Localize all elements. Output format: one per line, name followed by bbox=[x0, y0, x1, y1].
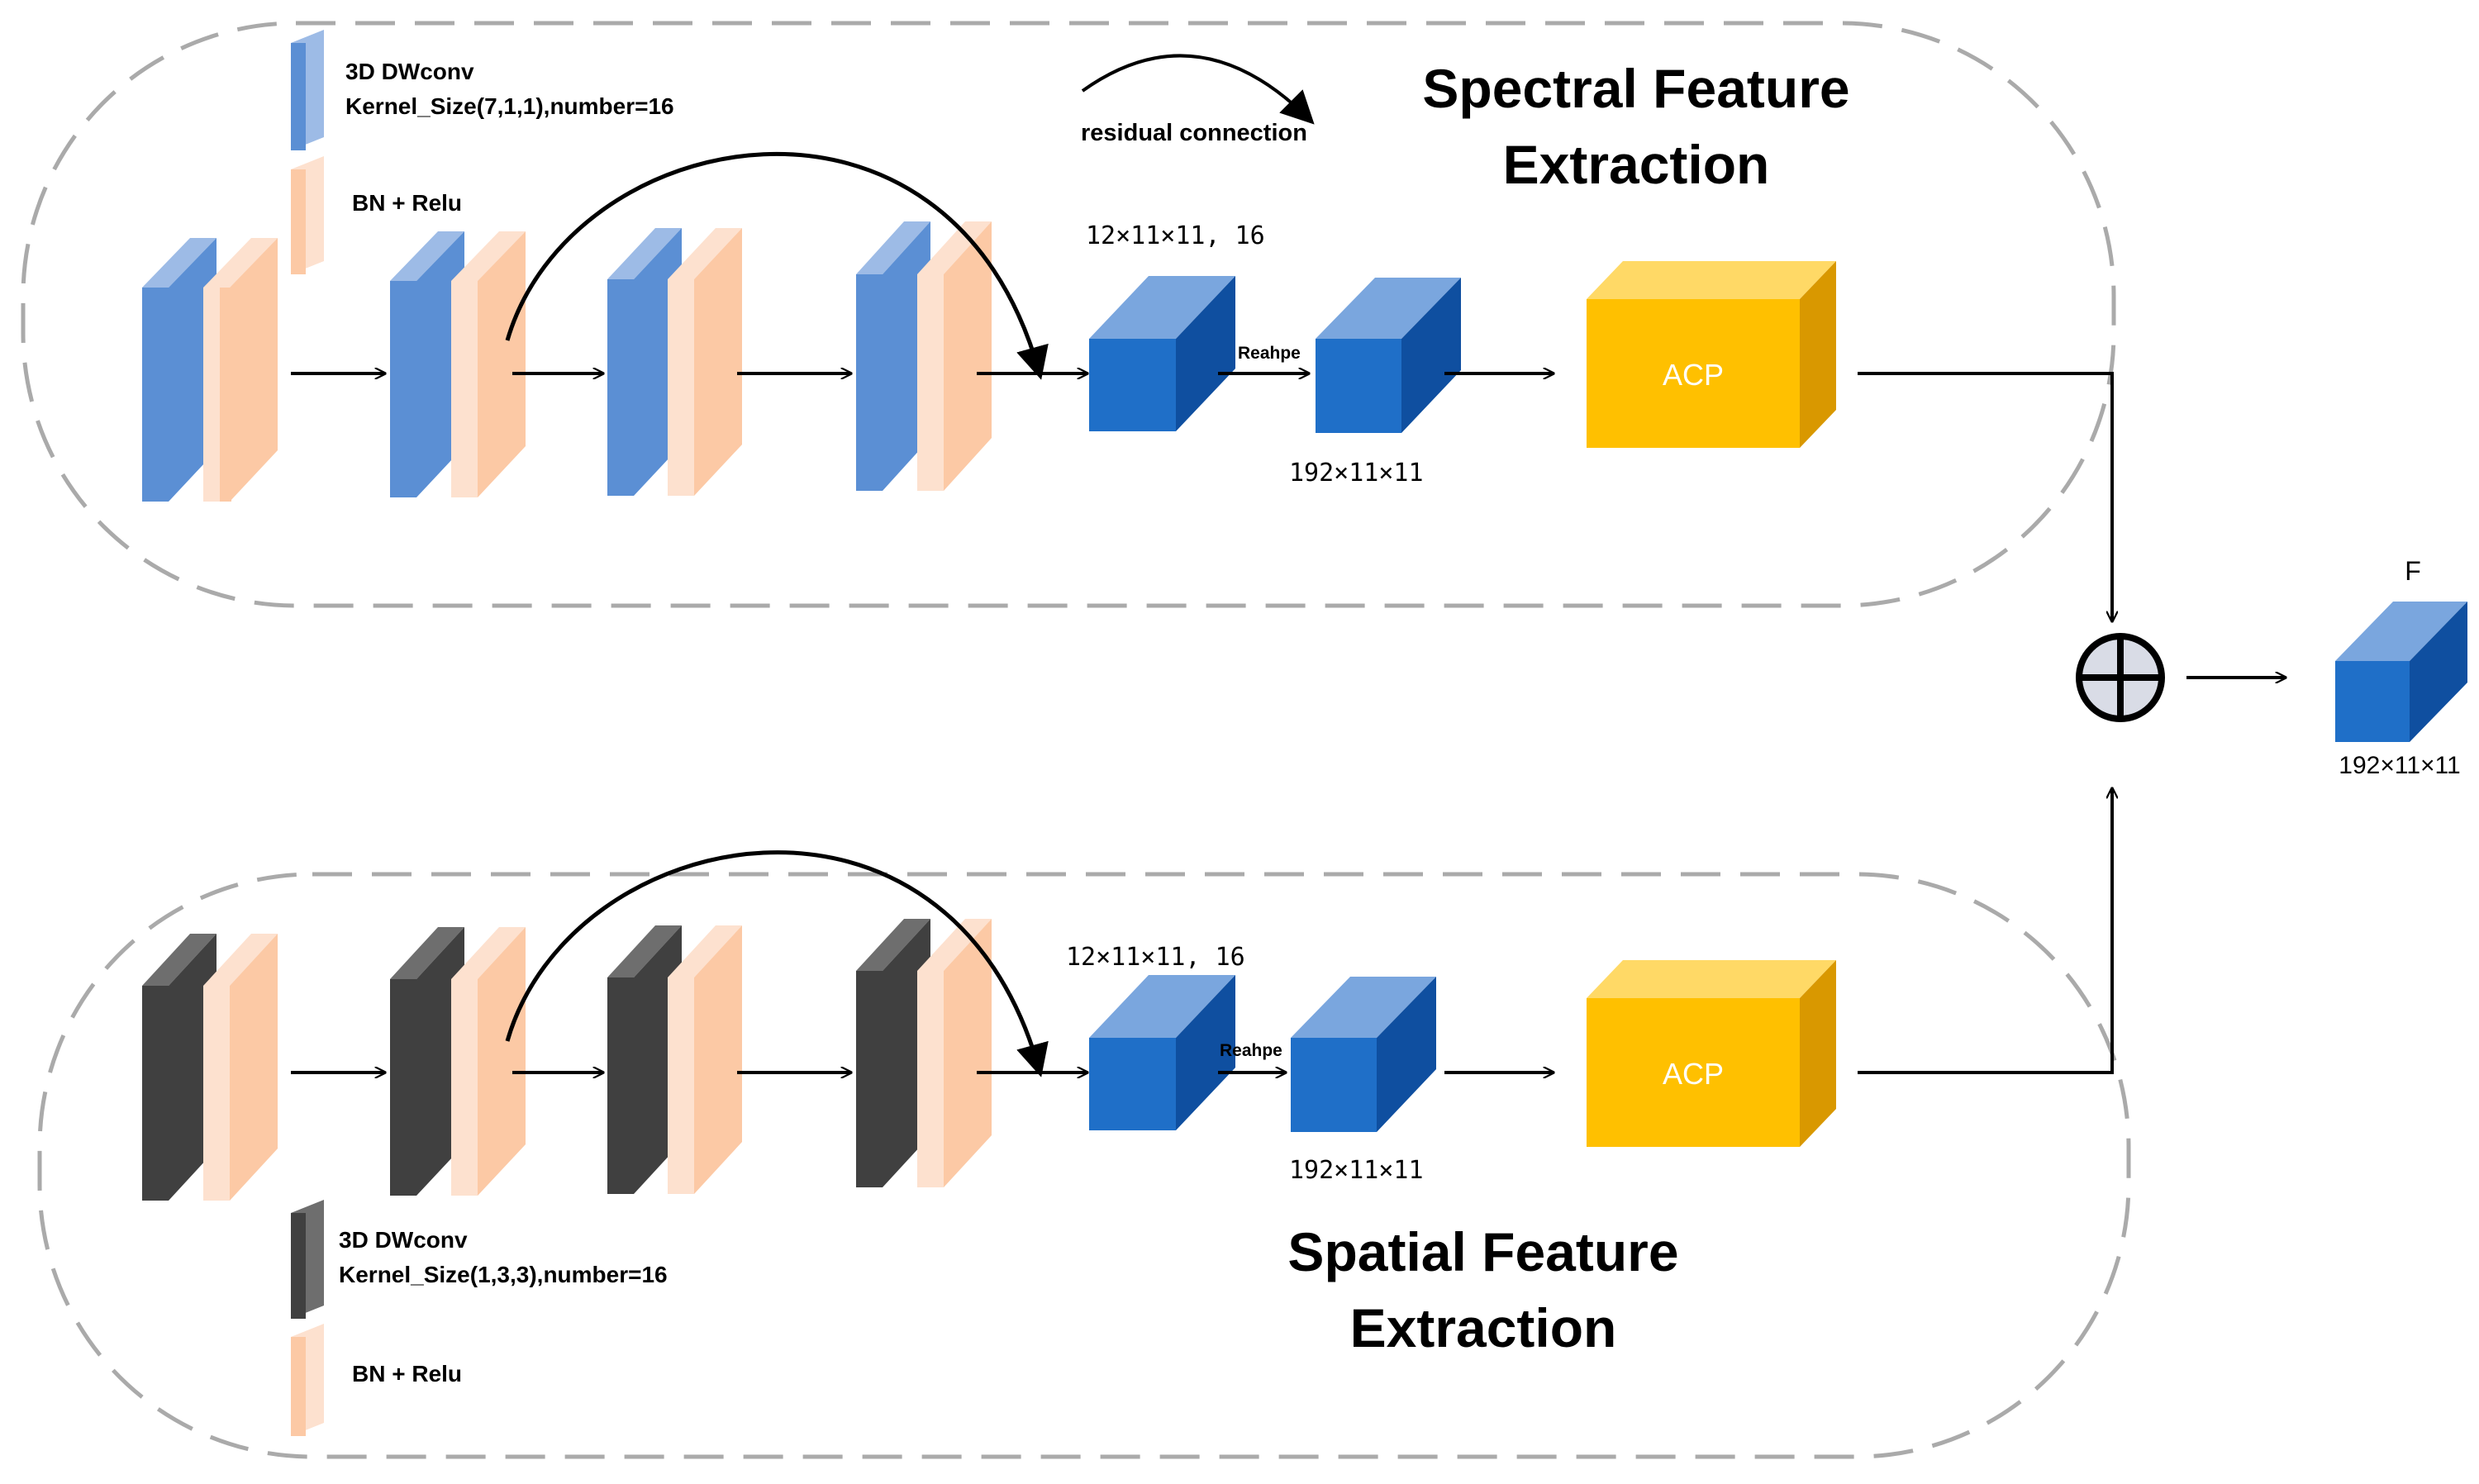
spectral-block-4 bbox=[856, 221, 992, 491]
spatial-legend-bn-label: BN + Relu bbox=[352, 1361, 462, 1386]
spectral-block-2 bbox=[390, 231, 526, 497]
legend-conv-swatch bbox=[291, 30, 324, 150]
spatial-residual-arc bbox=[505, 850, 1049, 1077]
spatial-block-2 bbox=[390, 927, 526, 1196]
spectral-panel: 3D DWconv Kernel_Size(7,1,1),number=16 B… bbox=[21, 21, 2116, 608]
spectral-cube1-dims: 12×11×11, 16 bbox=[1086, 221, 1265, 250]
spatial-acp-box bbox=[1587, 960, 1836, 1147]
spectral-acp-box bbox=[1587, 261, 1836, 448]
spectral-block-1 bbox=[142, 238, 278, 502]
spatial-cube2-dims: 192×11×11 bbox=[1289, 1156, 1424, 1185]
element-wise-sum-icon bbox=[2076, 633, 2165, 722]
spatial-cube1-dims: 12×11×11, 16 bbox=[1066, 943, 1245, 972]
spatial-legend-conv-line2: Kernel_Size(1,3,3),number=16 bbox=[339, 1262, 668, 1287]
spatial-block-1 bbox=[142, 934, 278, 1201]
spatial-cube-2 bbox=[1291, 977, 1436, 1132]
spectral-residual-arc bbox=[505, 152, 1049, 380]
spectral-cube-1 bbox=[1089, 276, 1235, 431]
legend-bn-label: BN + Relu bbox=[352, 190, 462, 216]
legend-conv-label-line2: Kernel_Size(7,1,1),number=16 bbox=[345, 93, 674, 119]
spectral-acp-label: ACP bbox=[1663, 358, 1724, 392]
spectral-dashed-border bbox=[21, 21, 2116, 608]
spatial-reshape-label: Reahpe bbox=[1220, 1041, 1282, 1060]
spatial-block-4 bbox=[856, 919, 992, 1187]
spectral-reshape-label: Reahpe bbox=[1238, 344, 1301, 363]
legend-bn-swatch bbox=[291, 156, 324, 274]
residual-legend-arc bbox=[1081, 54, 1315, 125]
spectral-block-3 bbox=[607, 228, 742, 496]
output-label: F bbox=[2405, 556, 2421, 586]
spectral-to-fusion-line bbox=[1858, 372, 2112, 621]
spatial-dashed-border bbox=[37, 872, 2131, 1459]
output-dims: 192×11×11 bbox=[2339, 752, 2460, 779]
spatial-legend-bn-swatch bbox=[291, 1324, 324, 1436]
spatial-legend-conv-line1: 3D DWconv bbox=[339, 1227, 468, 1253]
spectral-cube-2 bbox=[1316, 278, 1461, 433]
spatial-to-fusion-line bbox=[1858, 788, 2112, 1074]
spatial-cube-1 bbox=[1089, 975, 1235, 1130]
residual-connection-label: residual connection bbox=[1081, 120, 1307, 146]
spatial-block-3 bbox=[607, 925, 742, 1194]
spectral-title-line2: Extraction bbox=[1503, 134, 1770, 195]
spatial-title-line1: Spatial Feature bbox=[1287, 1221, 1678, 1282]
spectral-title-line1: Spectral Feature bbox=[1422, 58, 1849, 119]
spectral-cube2-dims: 192×11×11 bbox=[1289, 459, 1424, 488]
legend-gray-conv-swatch bbox=[291, 1200, 324, 1319]
legend-conv-label-line1: 3D DWconv bbox=[345, 59, 474, 84]
output-cube bbox=[2335, 602, 2467, 742]
spatial-panel: 12×11×11, 16 Reahpe 192×11×11 ACP 3D DWc… bbox=[37, 850, 2131, 1459]
spatial-legend: 3D DWconv Kernel_Size(1,3,3),number=16 B… bbox=[291, 1200, 668, 1436]
fusion-section: F 192×11×11 bbox=[1858, 372, 2467, 1074]
spatial-title-line2: Extraction bbox=[1350, 1297, 1617, 1358]
spectral-legend: 3D DWconv Kernel_Size(7,1,1),number=16 B… bbox=[291, 30, 674, 274]
spatial-acp-label: ACP bbox=[1663, 1057, 1724, 1091]
